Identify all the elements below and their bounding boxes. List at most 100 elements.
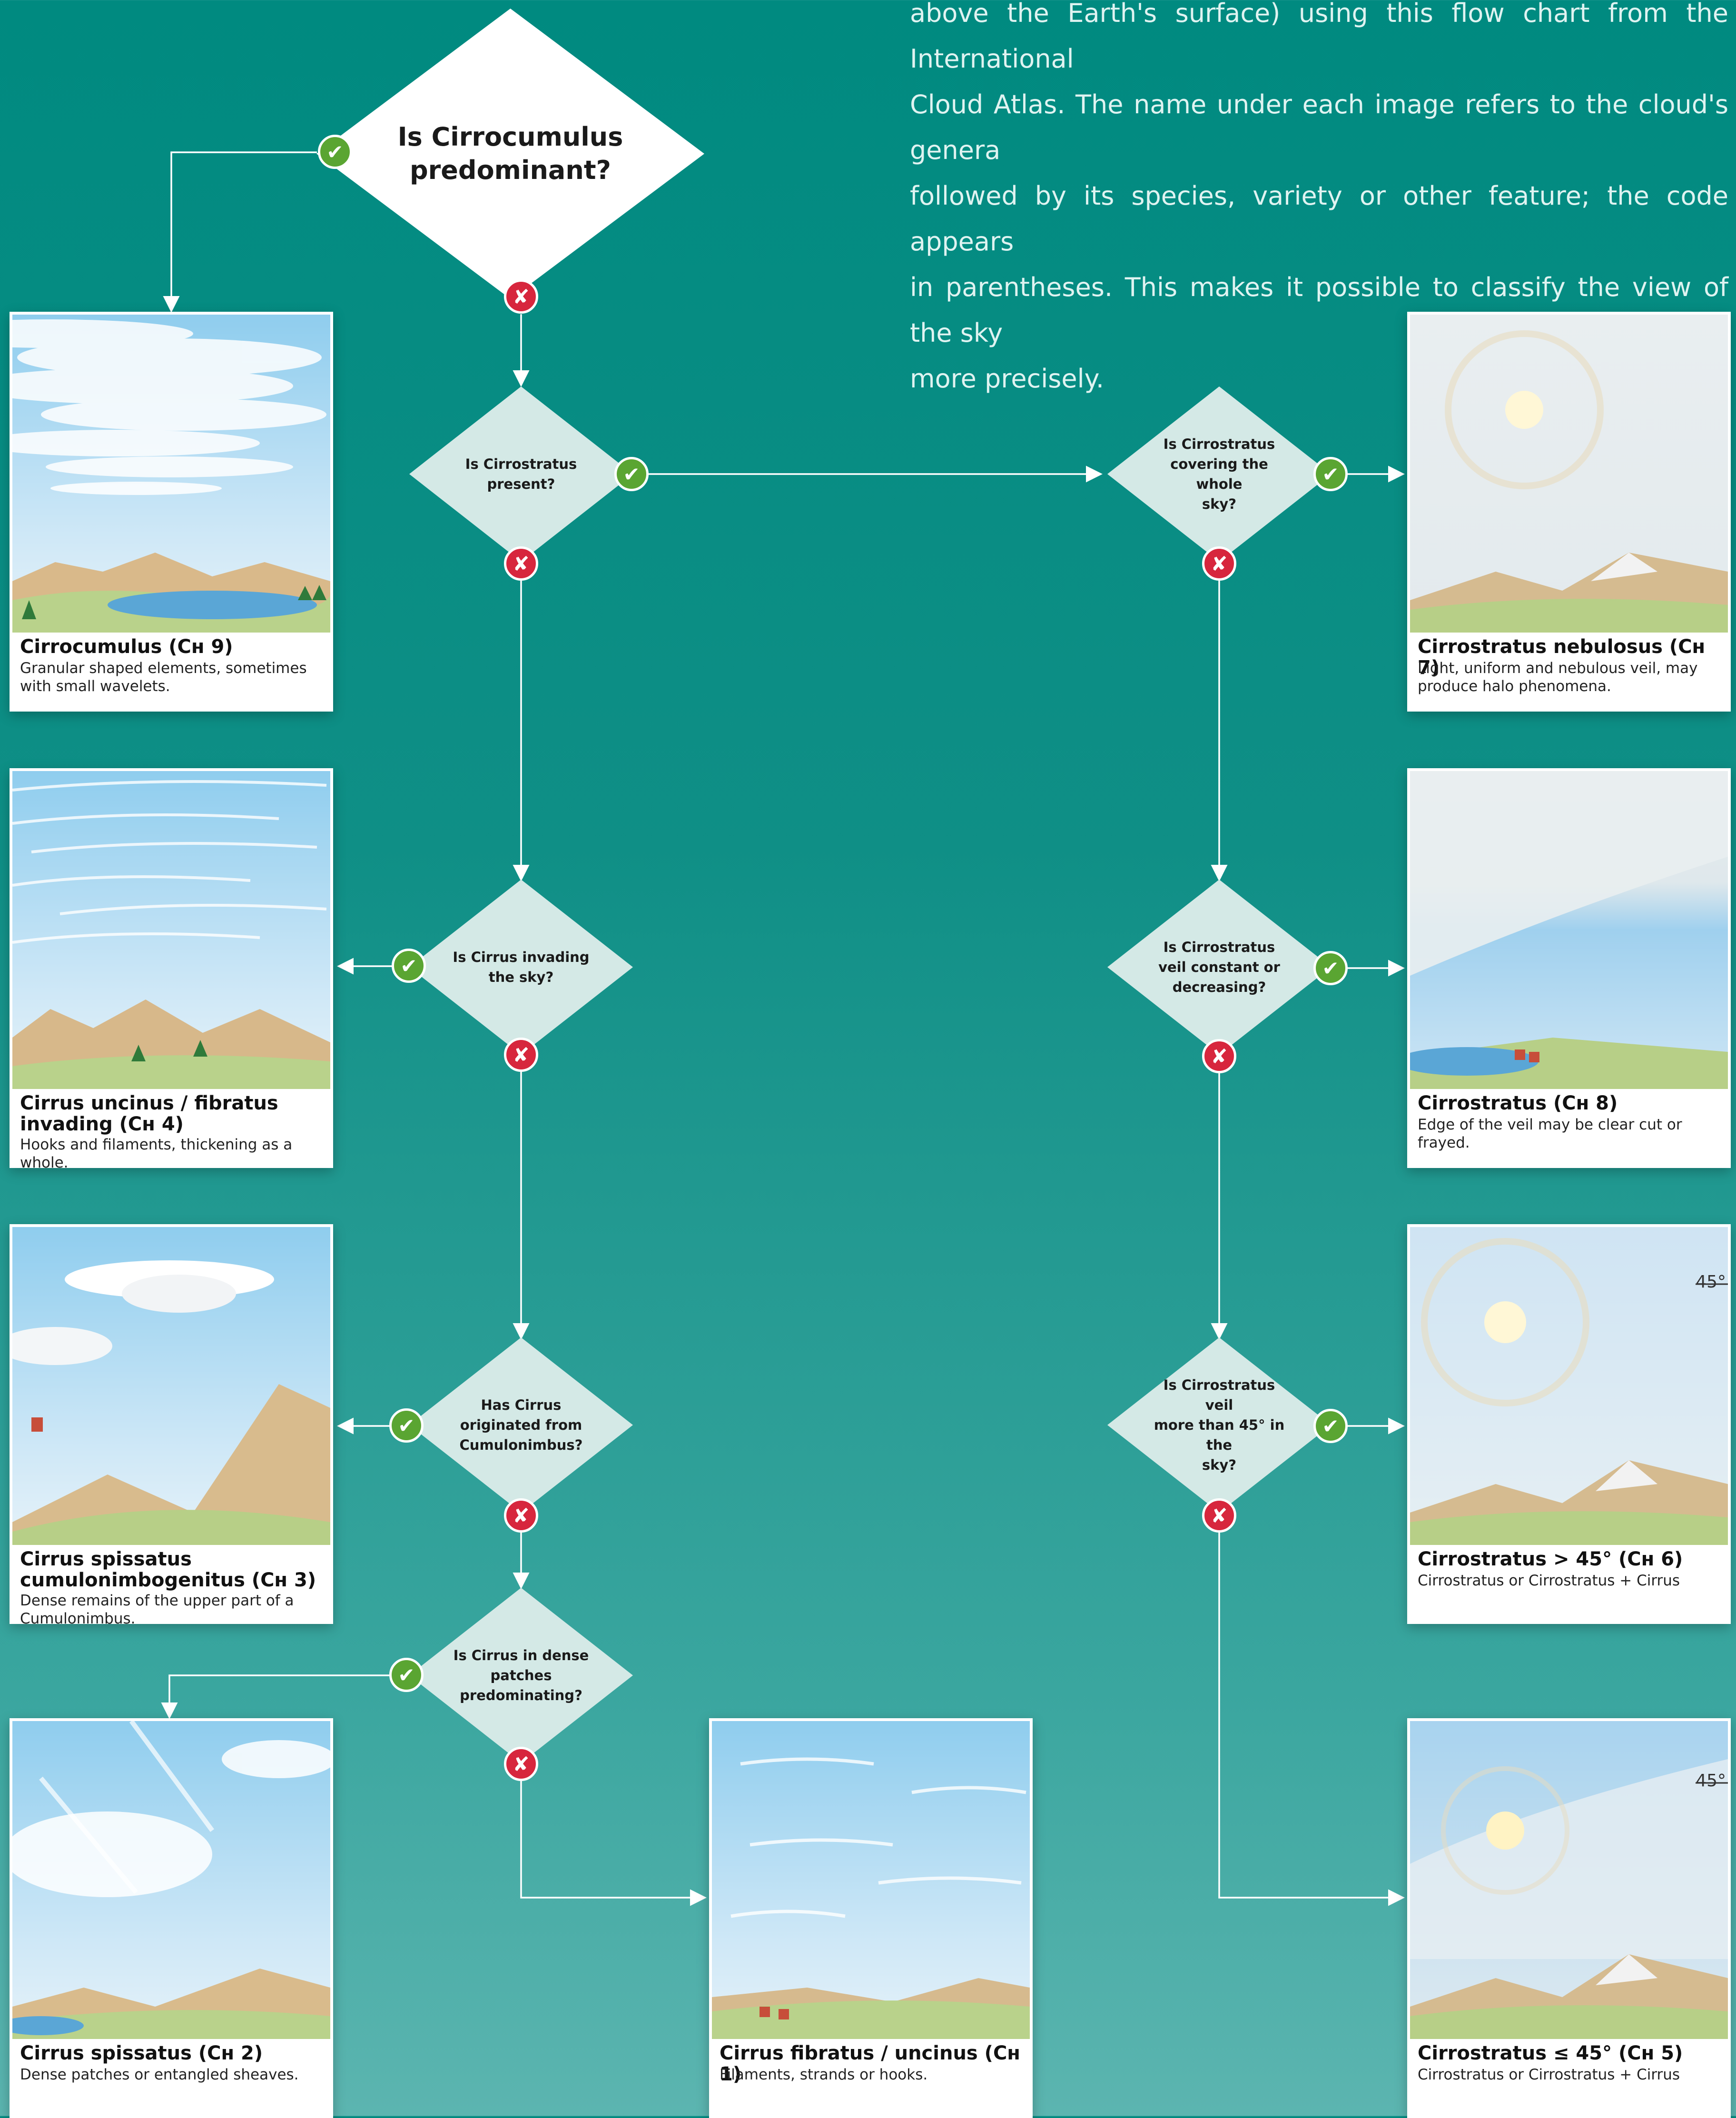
- card-title: Cirrostratus > 45° (Cʜ 6): [1418, 1549, 1722, 1570]
- question-cirrus-from-cumulonimbus: Has Cirrus originated from Cumulonimbus?: [409, 1337, 633, 1513]
- question-text: present?: [487, 475, 555, 492]
- card-title-line: Cirrostratus ≤ 45° (Cʜ 5): [1418, 2042, 1683, 2064]
- card-description: Filaments, strands or hooks.: [720, 2066, 1024, 2084]
- card-description-line: produce halo phenomena.: [1418, 678, 1611, 695]
- card-cirrocumulus-ch9: Cirrocumulus (Cʜ 9) Granular shaped elem…: [10, 312, 333, 712]
- card-description-line: Filaments, strands or hooks.: [720, 2066, 928, 2083]
- cloud-illustration: [1410, 771, 1728, 1089]
- card-title: Cirrus spissatus cumulonimbogenitus (Cʜ …: [20, 1549, 325, 1591]
- question-text: Is Cirrus invading: [453, 949, 590, 965]
- connector-q5-yes: [161, 1674, 395, 1719]
- question-text: Is Cirrostratus veil: [1163, 1376, 1275, 1413]
- card-description-line: with small wavelets.: [20, 678, 170, 695]
- card-description: Hooks and filaments, thickening as a who…: [20, 1136, 325, 1168]
- cloud-illustration: [12, 1227, 330, 1545]
- question-text: Is Cirrostratus: [1163, 435, 1275, 452]
- card-description-line: Edge of the veil may be clear cut or: [1418, 1116, 1682, 1133]
- check-icon: ✔: [389, 1658, 424, 1692]
- card-title: Cirrostratus (Cʜ 8): [1418, 1093, 1722, 1114]
- cirrostratus-nebulosus-sky-image: [1410, 330, 1728, 633]
- card-title-line: Cirrostratus nebulosus (Cʜ 7): [1418, 636, 1706, 679]
- intro-line: followed by its species, variety or othe…: [910, 181, 1728, 257]
- card-title-line: invading (Cʜ 4): [20, 1113, 184, 1135]
- check-icon: ✔: [392, 949, 426, 983]
- card-description-line: Light, uniform and nebulous veil, may: [1418, 660, 1698, 677]
- check-icon: ✔: [1313, 951, 1348, 985]
- cloud-illustration: 45°: [1410, 1721, 1728, 2039]
- question-text: Is Cirrus in dense: [453, 1647, 589, 1663]
- question-text: covering the whole: [1170, 455, 1268, 492]
- card-title-line: Cirrus spissatus (Cʜ 2): [20, 2042, 263, 2064]
- card-cirrostratus-under-45-ch5: 45° Cirrostratus ≤ 45° (Cʜ 5) Cirrostrat…: [1407, 1718, 1731, 2118]
- cirrostratus-over-45-sky-image: [1410, 1238, 1728, 1545]
- cross-icon: ✘: [504, 546, 538, 581]
- cirrostratus-under-45-sky-image: [1410, 1759, 1728, 2039]
- question-text: patches predominating?: [460, 1667, 582, 1703]
- card-description: Cirrostratus or Cirrostratus + Cirrus: [1418, 2066, 1722, 2084]
- cirrus-fibratus-sky-image: [712, 1757, 1030, 2039]
- cloud-illustration: [712, 1721, 1030, 2039]
- cirrocumulus-sky-image: [12, 319, 330, 633]
- intro-text: above the Earth's surface) using this fl…: [910, 0, 1728, 402]
- cross-icon: ✘: [1202, 546, 1236, 581]
- card-description: Light, uniform and nebulous veil, may pr…: [1418, 659, 1722, 695]
- card-description-line: Cirrostratus or Cirrostratus + Cirrus: [1418, 2066, 1680, 2083]
- card-description: Granular shaped elements, sometimes with…: [20, 659, 325, 695]
- check-icon: ✔: [1313, 1409, 1348, 1443]
- cirrus-invading-sky-image: [12, 780, 330, 1089]
- card-description: Edge of the veil may be clear cut or fra…: [1418, 1116, 1722, 1152]
- cloud-illustration: [12, 1721, 330, 2039]
- card-title: Cirrostratus ≤ 45° (Cʜ 5): [1418, 2043, 1722, 2064]
- card-description-line: frayed.: [1418, 1134, 1470, 1151]
- question-cirrocumulus-predominant: Is Cirrocumulus predominant?: [316, 9, 704, 299]
- question-cirrostratus-veil-constant: Is Cirrostratus veil constant or decreas…: [1107, 880, 1331, 1055]
- card-description-line: Cirrostratus or Cirrostratus + Cirrus: [1418, 1572, 1680, 1589]
- question-text: more than 45° in the: [1154, 1416, 1285, 1453]
- card-title-line: Cirrus spissatus: [20, 1548, 192, 1570]
- card-description: Dense remains of the upper part of a Cum…: [20, 1592, 325, 1624]
- connector-q1-yes: [163, 151, 317, 313]
- question-text: Is Cirrostratus: [465, 455, 577, 472]
- check-icon: ✔: [1313, 457, 1348, 491]
- angle-label: 45°: [1696, 1272, 1726, 1292]
- card-description: Cirrostratus or Cirrostratus + Cirrus: [1418, 1572, 1722, 1590]
- card-title: Cirrostratus nebulosus (Cʜ 7): [1418, 636, 1722, 678]
- question-text: sky?: [1202, 495, 1237, 512]
- card-title: Cirrus spissatus (Cʜ 2): [20, 2043, 325, 2064]
- intro-line: in parentheses. This makes it possible t…: [910, 272, 1728, 348]
- card-title-line: Cirrostratus > 45° (Cʜ 6): [1418, 1548, 1683, 1570]
- question-cirrus-dense-patches: Is Cirrus in dense patches predominating…: [409, 1588, 633, 1763]
- cross-icon: ✘: [1202, 1039, 1236, 1073]
- card-title-line: cumulonimbogenitus (Cʜ 3): [20, 1569, 316, 1591]
- card-cirrostratus-nebulosus-ch7: Cirrostratus nebulosus (Cʜ 7) Light, uni…: [1407, 312, 1731, 712]
- card-cirrus-invading-ch4: Cirrus uncinus / fibratus invading (Cʜ 4…: [10, 768, 333, 1168]
- question-text: Cumulonimbus?: [459, 1436, 583, 1453]
- card-title-line: Cirrocumulus (Cʜ 9): [20, 636, 233, 658]
- card-description-line: Hooks and filaments, thickening as a: [20, 1136, 293, 1153]
- cirrus-cumulonimbogenitus-sky-image: [12, 1260, 330, 1545]
- card-description-line: Cumulonimbus.: [20, 1610, 136, 1624]
- card-title-line: Cirrus fibratus / uncinus (Cʜ 1): [720, 2042, 1020, 2085]
- question-text: Is Cirrostratus: [1163, 939, 1275, 955]
- cloud-illustration: 45°: [1410, 1227, 1728, 1545]
- card-description-line: whole.: [20, 1154, 69, 1168]
- card-description: Dense patches or entangled sheaves.: [20, 2066, 325, 2084]
- card-cirrostratus-over-45-ch6: 45° Cirrostratus > 45° (Cʜ 6) Cirrostrat…: [1407, 1224, 1731, 1624]
- cross-icon: ✘: [504, 1747, 538, 1781]
- card-cirrostratus-ch8: Cirrostratus (Cʜ 8) Edge of the veil may…: [1407, 768, 1731, 1168]
- card-title-line: Cirrus uncinus / fibratus: [20, 1092, 278, 1114]
- angle-label: 45°: [1696, 1771, 1726, 1791]
- cirrostratus-veil-sky-image: [1410, 771, 1728, 1089]
- question-text: sky?: [1202, 1456, 1237, 1473]
- cross-icon: ✘: [504, 1498, 538, 1533]
- question-cirrostratus-whole-sky: Is Cirrostratus covering the whole sky?: [1107, 386, 1331, 562]
- cross-icon: ✘: [504, 1038, 538, 1072]
- question-text: decreasing?: [1172, 979, 1266, 995]
- question-text: the sky?: [488, 969, 554, 985]
- cloud-illustration: [12, 315, 330, 633]
- card-description-line: Granular shaped elements, sometimes: [20, 660, 307, 677]
- connector-q8-no: [1218, 1533, 1405, 1906]
- card-cirrus-spissatus-ch2: Cirrus spissatus (Cʜ 2) Dense patches or…: [10, 1718, 333, 2118]
- cloud-illustration: [12, 771, 330, 1089]
- question-text: Has Cirrus: [481, 1396, 562, 1413]
